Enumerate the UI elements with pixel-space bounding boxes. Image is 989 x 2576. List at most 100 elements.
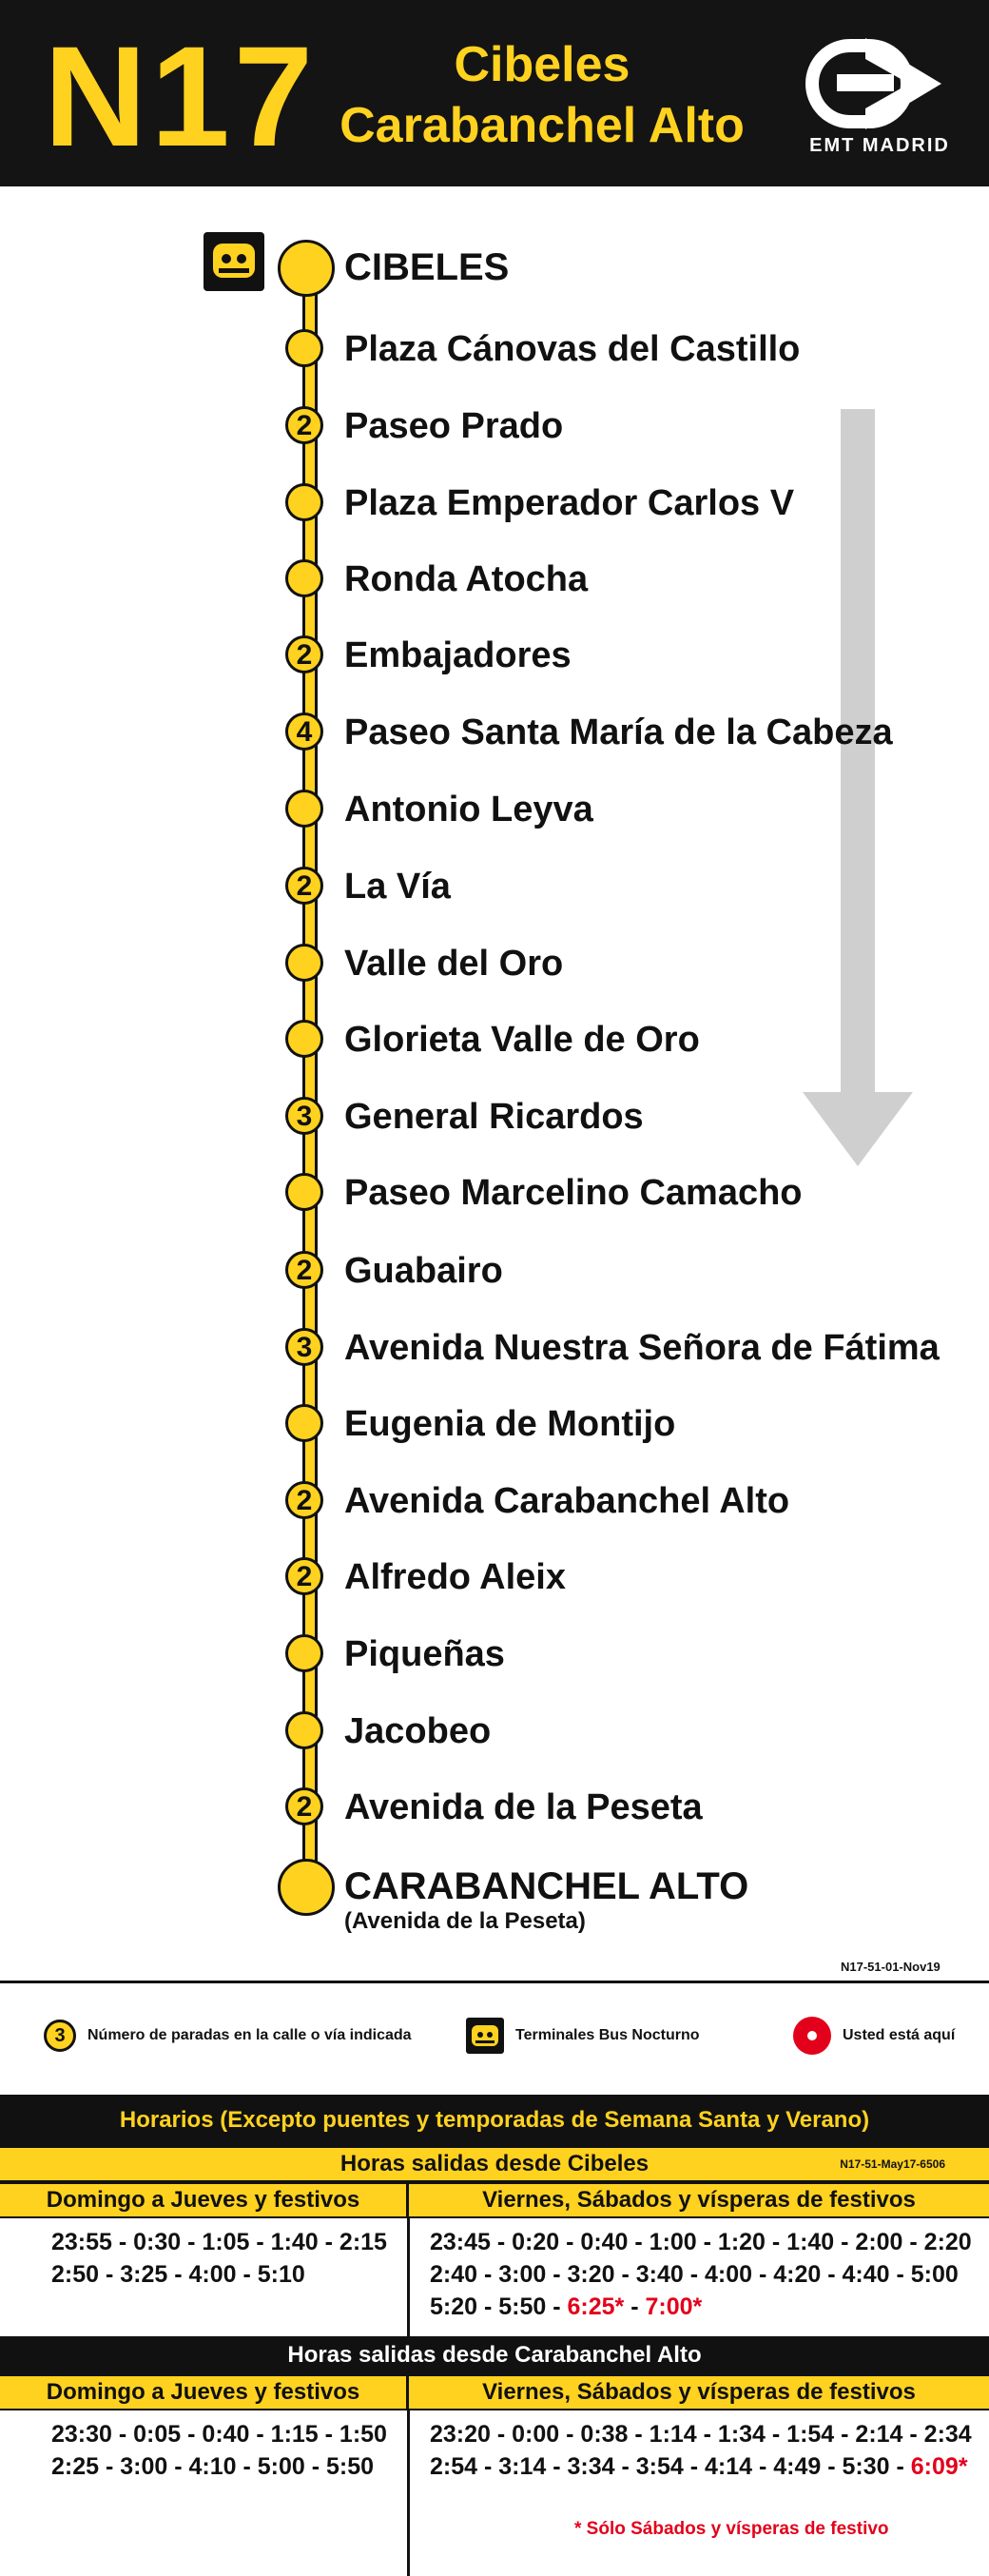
divider — [0, 1981, 989, 1983]
destination-terminus: Carabanchel Alto — [339, 98, 745, 153]
from-cibeles-label: Horas salidas desde Cibeles — [339, 2151, 650, 2176]
stop-name: Piqueñas — [344, 1634, 505, 1674]
schedule: Horarios (Excepto puentes y temporadas d… — [0, 2095, 989, 2576]
stop-item: 3 General Ricardos — [0, 1095, 989, 1141]
cibeles-weekend-times: 23:45 - 0:20 - 0:40 - 1:00 - 1:20 - 1:40… — [430, 2226, 972, 2323]
cibeles-weekend-text: 23:45 - 0:20 - 0:40 - 1:00 - 1:20 - 1:40… — [430, 2229, 972, 2320]
emt-logo-icon — [805, 38, 941, 129]
stop-name: General Ricardos — [344, 1097, 644, 1137]
stop-item: 2 Paseo Prado — [0, 404, 989, 450]
stop-marker-icon — [278, 240, 335, 297]
legend-stop-count: 3 Número de paradas en la calle o vía ind… — [44, 2017, 412, 2055]
direction-arrow — [841, 409, 875, 1094]
carabanchel-weekend-header: Viernes, Sábados y vísperas de festivos — [409, 2374, 989, 2410]
stop-name: Avenida de la Peseta — [344, 1787, 703, 1827]
you-are-here-icon — [793, 2017, 831, 2055]
stop-count-sample-icon: 3 — [44, 2019, 76, 2052]
legend-here-label: Usted está aquí — [843, 2027, 956, 2044]
stop-name: Ronda Atocha — [344, 559, 589, 599]
carabanchel-weekend-text: 23:20 - 0:00 - 0:38 - 1:14 - 1:34 - 1:54… — [430, 2421, 972, 2480]
stop-marker-icon — [285, 944, 323, 982]
stop-marker-icon — [285, 1020, 323, 1058]
night-bus-terminal-icon — [204, 232, 264, 291]
stop-name: La Vía — [344, 867, 451, 907]
stop-item: Glorieta Valle de Oro — [0, 1018, 989, 1064]
schedule-code: N17-51-May17-6506 — [840, 2157, 945, 2171]
schedule-title: Horarios (Excepto puentes y temporadas d… — [0, 2095, 989, 2146]
stop-name: Alfredo Aleix — [344, 1557, 566, 1597]
stop-item: Paseo Marcelino Camacho — [0, 1171, 989, 1217]
stop-item: 2 Guabairo — [0, 1249, 989, 1295]
cibeles-weekday-header: Domingo a Jueves y festivos — [0, 2182, 409, 2218]
carabanchel-weekday-header: Domingo a Jueves y festivos — [0, 2374, 409, 2410]
stop-item: Plaza Emperador Carlos V — [0, 481, 989, 527]
stop-name: CARABANCHEL ALTO — [344, 1865, 749, 1907]
from-carabanchel-header: Horas salidas desde Carabanchel Alto — [0, 2336, 989, 2374]
legend-terminal: Terminales Bus Nocturno — [466, 2017, 700, 2055]
cibeles-weekend-separator: - — [624, 2293, 646, 2320]
header: N17 Cibeles Carabanchel Alto EMT MADRID — [0, 0, 989, 186]
stop-item: Plaza Cánovas del Castillo — [0, 327, 989, 373]
stop-item: 2 Avenida de la Peseta — [0, 1786, 989, 1831]
operator-name: EMT MADRID — [809, 135, 950, 156]
column-divider — [407, 2218, 410, 2336]
stop-count-badge: 2 — [285, 406, 323, 444]
stop-name: Eugenia de Montijo — [344, 1404, 676, 1444]
stop-marker-icon — [278, 1859, 335, 1916]
from-cibeles-header: Horas salidas desde Cibeles N17-51-May17… — [0, 2146, 989, 2182]
stop-count-badge: 3 — [285, 1097, 323, 1135]
stop-count-badge: 2 — [285, 1557, 323, 1595]
direction-arrow-head-icon — [803, 1092, 913, 1166]
stop-marker-icon — [285, 1634, 323, 1672]
stop-name: Guabairo — [344, 1251, 503, 1291]
carabanchel-weekend-times: 23:20 - 0:00 - 0:38 - 1:14 - 1:34 - 1:54… — [430, 2418, 972, 2483]
stop-name: Paseo Marcelino Camacho — [344, 1173, 803, 1213]
stop-marker-icon — [285, 1711, 323, 1749]
stop-name: Embajadores — [344, 635, 572, 675]
cibeles-weekend-header: Viernes, Sábados y vísperas de festivos — [409, 2182, 989, 2218]
stop-item: Valle del Oro — [0, 942, 989, 987]
stop-count-badge: 2 — [285, 635, 323, 673]
stop-item: Piqueñas — [0, 1632, 989, 1678]
stop-count-badge: 2 — [285, 1251, 323, 1289]
destination: Cibeles Carabanchel Alto — [314, 34, 770, 156]
stop-count-badge: 2 — [285, 1787, 323, 1825]
stop-name: Plaza Emperador Carlos V — [344, 483, 795, 523]
destination-origin: Cibeles — [454, 37, 630, 92]
carabanchel-weekend-special: 6:09* — [910, 2453, 968, 2480]
stop-marker-icon — [285, 1173, 323, 1211]
carabanchel-weekday-times: 23:30 - 0:05 - 0:40 - 1:15 - 1:50 2:25 -… — [51, 2421, 387, 2480]
stop-item: Ronda Atocha — [0, 557, 989, 603]
stop-count-badge: 4 — [285, 712, 323, 751]
map-code: N17-51-01-Nov19 — [841, 1960, 941, 1974]
stop-marker-icon — [285, 559, 323, 597]
emt-logo: EMT MADRID — [799, 36, 960, 160]
legend-terminal-label: Terminales Bus Nocturno — [515, 2027, 700, 2043]
stop-name: Antonio Leyva — [344, 790, 593, 829]
stop-item: 2 Embajadores — [0, 634, 989, 679]
night-bus-icon — [466, 2017, 504, 2054]
stop-name: Paseo Prado — [344, 406, 564, 446]
legend-count-label: Número de paradas en la calle o vía indi… — [87, 2027, 412, 2043]
stop-item: 3 Avenida Nuestra Señora de Fátima — [0, 1326, 989, 1372]
stop-name: Glorieta Valle de Oro — [344, 1020, 700, 1060]
stop-name: Valle del Oro — [344, 944, 564, 984]
cibeles-weekend-special-2: 7:00* — [645, 2293, 703, 2320]
stop-count-badge: 3 — [285, 1328, 323, 1366]
stop-item: 2 Avenida Carabanchel Alto — [0, 1479, 989, 1525]
cibeles-weekday-times: 23:55 - 0:30 - 1:05 - 1:40 - 2:15 2:50 -… — [51, 2229, 387, 2288]
stop-count-badge: 2 — [285, 1481, 323, 1519]
route-number: N17 — [44, 16, 318, 176]
stop-name: Avenida Carabanchel Alto — [344, 1481, 790, 1521]
stop-count-badge: 2 — [285, 867, 323, 905]
stop-item: Antonio Leyva — [0, 788, 989, 833]
stop-name: Avenida Nuestra Señora de Fátima — [344, 1328, 940, 1368]
stop-name: CIBELES — [344, 246, 510, 288]
stop-name: Jacobeo — [344, 1711, 492, 1751]
stop-item: CARABANCHEL ALTO(Avenida de la Peseta) — [0, 1859, 989, 1934]
column-divider — [407, 2410, 410, 2576]
footnote: * Sólo Sábados y vísperas de festivo — [574, 2519, 889, 2539]
stop-item: CIBELES — [0, 240, 989, 297]
stop-item: Eugenia de Montijo — [0, 1402, 989, 1448]
